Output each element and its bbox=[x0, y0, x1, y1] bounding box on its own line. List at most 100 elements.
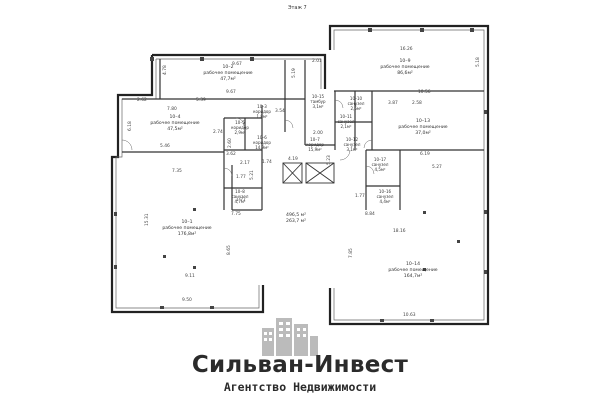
svg-text:10–1: 10–1 bbox=[181, 219, 192, 225]
svg-text:рабочее помещение: рабочее помещение bbox=[150, 120, 199, 126]
svg-text:2.17: 2.17 bbox=[240, 160, 250, 166]
svg-text:5.39: 5.39 bbox=[196, 97, 206, 103]
svg-text:10–16: 10–16 bbox=[379, 189, 392, 194]
svg-text:10–3: 10–3 bbox=[257, 104, 267, 109]
svg-text:рабочее помещение: рабочее помещение bbox=[162, 225, 211, 231]
svg-text:5.23: 5.23 bbox=[326, 155, 332, 165]
svg-text:263,7 м²: 263,7 м² bbox=[286, 218, 306, 224]
svg-text:7.75: 7.75 bbox=[231, 211, 241, 217]
room-label-r8: 10–8 санузел 4,7м² bbox=[232, 189, 249, 204]
svg-text:санузел: санузел bbox=[348, 101, 365, 106]
svg-text:рабочее помещение: рабочее помещение bbox=[380, 64, 429, 70]
svg-text:10–11: 10–11 bbox=[340, 114, 353, 119]
svg-text:2.60: 2.60 bbox=[227, 138, 233, 148]
svg-text:санузел: санузел bbox=[344, 142, 361, 147]
svg-text:1,8м²: 1,8м² bbox=[257, 114, 268, 119]
room-label-r17: 10–17 санузел 4,5м² bbox=[372, 157, 389, 172]
room-label-r7: 10–7 коридор 15,9м² bbox=[306, 137, 324, 152]
svg-text:5.18: 5.18 bbox=[475, 57, 481, 67]
svg-text:14,9м²: 14,9м² bbox=[255, 145, 269, 150]
svg-text:9.11: 9.11 bbox=[185, 273, 195, 279]
brand-subtitle: Агентство Недвижимости bbox=[223, 380, 377, 394]
svg-text:15,9м²: 15,9м² bbox=[308, 147, 322, 152]
svg-text:2,5м²: 2,5м² bbox=[351, 106, 362, 111]
room-label-r15: 10–15 тамбур 3,1м² bbox=[310, 94, 326, 109]
room-label-r6: 10–6 коридор 14,9м² bbox=[253, 135, 271, 150]
svg-text:176,8м²: 176,8м² bbox=[178, 231, 197, 237]
svg-text:4.78: 4.78 bbox=[162, 65, 168, 75]
svg-text:4,5м²: 4,5м² bbox=[375, 167, 386, 172]
svg-text:2.62: 2.62 bbox=[137, 97, 147, 103]
svg-text:1.77: 1.77 bbox=[236, 197, 246, 203]
svg-text:10.56: 10.56 bbox=[418, 89, 431, 95]
room-labels: 10–2 рабочее помещение 47,7м² 10–9 рабоч… bbox=[150, 58, 447, 279]
svg-text:496,5 м²: 496,5 м² bbox=[286, 212, 306, 218]
svg-text:10–10: 10–10 bbox=[350, 96, 363, 101]
svg-text:1.77: 1.77 bbox=[236, 174, 246, 180]
svg-text:рабочее помещение: рабочее помещение bbox=[398, 124, 447, 130]
svg-text:2,1м²: 2,1м² bbox=[341, 124, 352, 129]
door-swings bbox=[121, 99, 375, 177]
svg-text:2.01: 2.01 bbox=[312, 58, 322, 64]
svg-text:10–17: 10–17 bbox=[374, 157, 387, 162]
svg-text:10–2: 10–2 bbox=[222, 64, 233, 70]
svg-text:1.74: 1.74 bbox=[262, 159, 272, 165]
building-logo-icon bbox=[262, 318, 318, 356]
svg-text:1.77: 1.77 bbox=[355, 193, 365, 199]
svg-text:санузел: санузел bbox=[377, 194, 394, 199]
svg-text:коридор: коридор bbox=[253, 109, 271, 114]
svg-text:коридор: коридор bbox=[231, 125, 249, 130]
svg-text:47,7м²: 47,7м² bbox=[220, 76, 236, 82]
svg-text:санузел: санузел bbox=[372, 162, 389, 167]
svg-text:164,7м²: 164,7м² bbox=[404, 273, 423, 279]
svg-text:2.58: 2.58 bbox=[412, 100, 422, 106]
svg-text:тамбур: тамбур bbox=[310, 99, 326, 104]
svg-text:7.85: 7.85 bbox=[348, 248, 354, 258]
svg-text:16.26: 16.26 bbox=[400, 46, 413, 52]
svg-text:санузел: санузел bbox=[338, 119, 355, 124]
svg-text:4,7м²: 4,7м² bbox=[235, 199, 246, 204]
svg-text:2.00: 2.00 bbox=[313, 130, 323, 136]
svg-text:5.19: 5.19 bbox=[291, 68, 297, 78]
room-label-r1: 10–1 рабочее помещение 176,8м² bbox=[162, 219, 211, 237]
svg-text:10–8: 10–8 bbox=[235, 189, 245, 194]
svg-text:10–12: 10–12 bbox=[346, 137, 359, 142]
svg-text:10.63: 10.63 bbox=[403, 312, 416, 318]
svg-text:10–9: 10–9 bbox=[399, 58, 410, 64]
svg-text:47,5м²: 47,5м² bbox=[167, 126, 183, 132]
outer-walls bbox=[110, 24, 490, 326]
svg-text:3.87: 3.87 bbox=[388, 100, 398, 106]
total-area-label: 496,5 м² 263,7 м² bbox=[286, 212, 306, 224]
room-label-r16: 10–16 санузел 4,4м² bbox=[377, 189, 394, 204]
svg-text:санузел: санузел bbox=[232, 194, 249, 199]
svg-text:10–4: 10–4 bbox=[169, 114, 180, 120]
room-label-r3: 10–3 коридор 1,8м² bbox=[253, 104, 271, 119]
svg-text:9.50: 9.50 bbox=[182, 297, 192, 303]
room-label-r11: 10–11 санузел 2,1м² bbox=[338, 114, 355, 129]
svg-text:рабочее помещение: рабочее помещение bbox=[388, 267, 437, 273]
room-label-r5: 10–5 коридор 2,9м² bbox=[231, 120, 249, 135]
svg-text:10–14: 10–14 bbox=[406, 261, 420, 267]
svg-text:5.27: 5.27 bbox=[432, 164, 442, 170]
svg-text:7.80: 7.80 bbox=[167, 106, 177, 112]
svg-text:10–15: 10–15 bbox=[312, 94, 325, 99]
svg-text:5.46: 5.46 bbox=[160, 143, 170, 149]
svg-text:10–13: 10–13 bbox=[416, 118, 430, 124]
room-label-r12: 10–12 санузел 3,1м² bbox=[344, 137, 361, 152]
dimension-labels: 9.67 4.78 5.19 2.01 16.26 5.18 9.67 2.62… bbox=[127, 46, 481, 318]
room-label-r2: 10–2 рабочее помещение 47,7м² bbox=[203, 64, 252, 82]
svg-text:15.31: 15.31 bbox=[144, 213, 150, 226]
svg-text:10–5: 10–5 bbox=[235, 120, 245, 125]
svg-text:3,1м²: 3,1м² bbox=[313, 104, 324, 109]
columns bbox=[114, 28, 487, 322]
svg-text:2.74: 2.74 bbox=[213, 129, 223, 135]
room-label-r10: 10–10 санузел 2,5м² bbox=[348, 96, 365, 111]
svg-text:7.35: 7.35 bbox=[172, 168, 182, 174]
svg-text:9.67: 9.67 bbox=[232, 61, 242, 67]
svg-text:5.21: 5.21 bbox=[249, 170, 255, 180]
room-label-r13: 10–13 рабочее помещение 37,0м² bbox=[398, 118, 447, 136]
interior-walls bbox=[122, 59, 484, 211]
floor-label: Этаж 7 bbox=[288, 5, 307, 11]
svg-text:3.62: 3.62 bbox=[226, 151, 236, 157]
